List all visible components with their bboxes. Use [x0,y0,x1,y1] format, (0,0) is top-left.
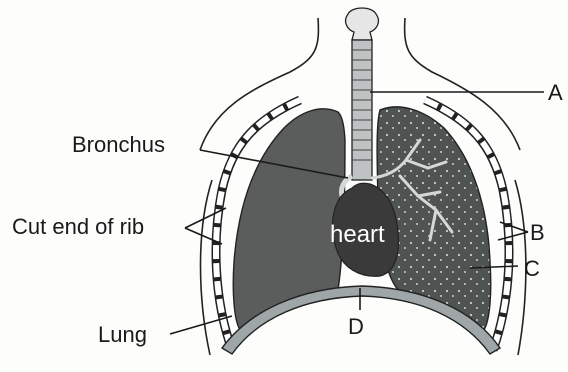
label-d: D [348,314,364,339]
label-lung: Lung [98,322,147,347]
label-b: B [530,220,545,245]
label-cut-end-of-rib: Cut end of rib [12,214,144,239]
label-bronchus: Bronchus [72,132,165,157]
trachea [346,8,379,180]
label-heart: heart [330,221,385,248]
label-c: C [524,256,540,281]
label-a: A [548,80,563,105]
